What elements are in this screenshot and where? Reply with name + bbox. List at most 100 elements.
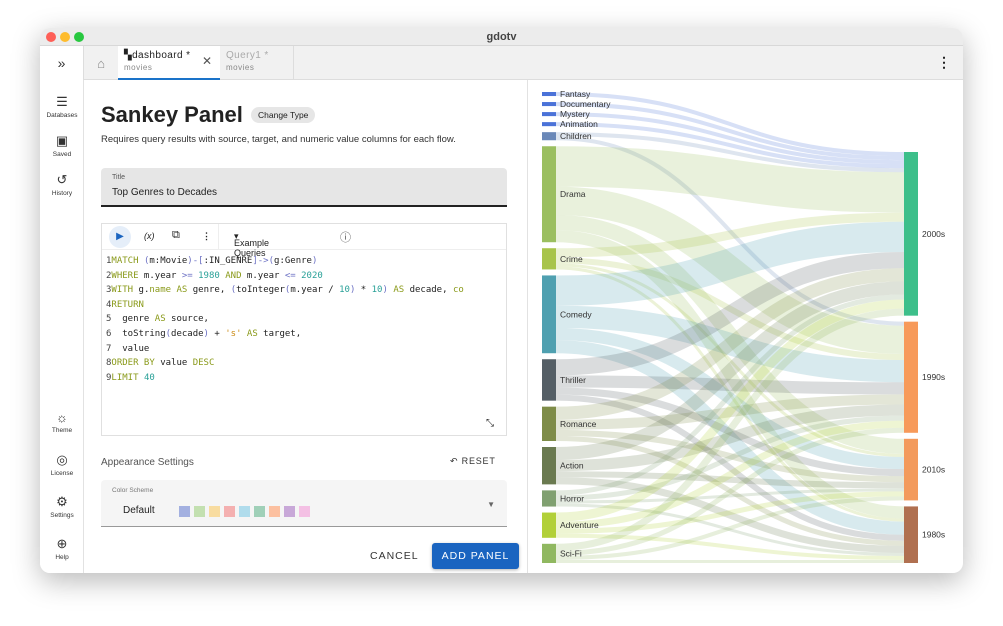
resize-handle-icon[interactable]: ⤡ xyxy=(486,418,494,429)
sankey-target-node[interactable] xyxy=(904,438,918,501)
sankey-link[interactable] xyxy=(555,112,905,165)
cancel-button[interactable]: CANCEL xyxy=(370,550,419,562)
sankey-link[interactable] xyxy=(555,299,905,522)
sankey-link[interactable] xyxy=(555,394,905,541)
sankey-link[interactable] xyxy=(555,488,905,504)
sankey-link[interactable] xyxy=(555,308,905,551)
sankey-link[interactable] xyxy=(555,420,905,529)
sankey-link[interactable] xyxy=(555,327,905,470)
sankey-link[interactable] xyxy=(555,281,905,461)
sankey-source-node[interactable] xyxy=(542,248,556,270)
sankey-source-label: Sci-Fi xyxy=(560,548,582,558)
sankey-link[interactable] xyxy=(555,263,905,457)
home-icon[interactable]: ⌂ xyxy=(97,55,105,71)
tab-dashboard[interactable]: ▚dashboard * movies ✕ xyxy=(118,46,220,80)
sankey-link[interactable] xyxy=(555,230,905,519)
add-panel-button[interactable]: ADD PANEL xyxy=(432,543,519,569)
sankey-target-node[interactable] xyxy=(904,321,918,433)
sankey-link[interactable] xyxy=(555,491,905,534)
sankey-source-node[interactable] xyxy=(542,92,556,97)
sankey-source-node[interactable] xyxy=(542,490,556,507)
title-field-value[interactable]: Top Genres to Decades xyxy=(112,187,218,198)
close-window-button[interactable] xyxy=(46,32,56,42)
sankey-link[interactable] xyxy=(555,122,905,169)
sankey-link[interactable] xyxy=(555,132,905,173)
run-query-button[interactable]: ▶ xyxy=(109,226,131,248)
sankey-link[interactable] xyxy=(555,503,905,556)
sankey-target-node[interactable] xyxy=(904,152,918,316)
sankey-link[interactable] xyxy=(555,268,905,420)
sankey-link[interactable] xyxy=(555,340,905,535)
code-content[interactable]: 1MATCH (m:Movie)-[:IN_GENRE]->(g:Genre) … xyxy=(106,256,464,383)
sankey-link[interactable] xyxy=(555,305,905,383)
open-external-icon[interactable]: ⧉ xyxy=(172,229,180,241)
sankey-link[interactable] xyxy=(555,435,905,546)
sankey-link[interactable] xyxy=(555,214,905,454)
sidebar-item-help[interactable]: ⊕Help xyxy=(40,536,84,561)
sankey-link[interactable] xyxy=(555,92,905,157)
change-type-button[interactable]: Change Type xyxy=(251,107,316,123)
sankey-source-node[interactable] xyxy=(542,543,556,563)
color-scheme-select[interactable]: Color Scheme Default ▼ xyxy=(101,480,507,527)
sankey-link[interactable] xyxy=(555,294,905,496)
sidebar-item-saved[interactable]: ▣Saved xyxy=(40,133,84,158)
sidebar-item-license[interactable]: ◎License xyxy=(40,452,84,477)
save-icon: ▣ xyxy=(55,133,69,148)
sankey-source-node[interactable] xyxy=(542,406,556,442)
sankey-link[interactable] xyxy=(555,471,905,489)
color-swatch xyxy=(269,506,280,517)
more-options-icon[interactable]: ⋮ xyxy=(937,54,951,70)
sankey-link[interactable] xyxy=(555,252,905,376)
sankey-source-node[interactable] xyxy=(542,512,556,538)
expand-sidebar-icon[interactable]: » xyxy=(40,46,84,80)
sankey-source-node[interactable] xyxy=(542,102,556,107)
sankey-source-label: Adventure xyxy=(560,520,599,530)
close-tab-icon[interactable]: ✕ xyxy=(201,54,212,68)
reset-button[interactable]: ↶ RESET xyxy=(450,456,496,467)
sankey-link[interactable] xyxy=(555,404,905,472)
sankey-link[interactable] xyxy=(555,533,905,560)
sankey-source-label: Drama xyxy=(560,189,586,199)
sankey-link[interactable] xyxy=(555,427,905,556)
sankey-link[interactable] xyxy=(555,257,905,361)
sidebar-item-theme[interactable]: ☼Theme xyxy=(40,410,84,434)
parameters-button[interactable]: (x) xyxy=(144,231,155,241)
minimize-window-button[interactable] xyxy=(60,32,70,42)
sankey-link[interactable] xyxy=(555,102,905,161)
sankey-link[interactable] xyxy=(555,186,905,354)
example-queries-dropdown[interactable]: Example Queries ▾ xyxy=(234,231,270,258)
sankey-link[interactable] xyxy=(555,212,905,258)
sankey-link[interactable] xyxy=(555,266,905,522)
undo-icon: ↶ xyxy=(450,456,459,466)
sankey-link[interactable] xyxy=(555,146,905,213)
sankey-target-node[interactable] xyxy=(904,506,918,563)
sankey-source-node[interactable] xyxy=(542,112,556,117)
sankey-link[interactable] xyxy=(555,429,905,483)
title-field[interactable]: Title Top Genres to Decades xyxy=(101,168,507,207)
sankey-link[interactable] xyxy=(555,387,905,477)
sidebar-item-history[interactable]: ↺History xyxy=(40,172,84,197)
sankey-source-node[interactable] xyxy=(542,447,556,485)
sankey-source-node[interactable] xyxy=(542,275,556,354)
query-editor[interactable]: ▶ (x) ⧉ ⋮ Example Queries ▾ ⓘ 1MATCH (m:… xyxy=(101,223,507,436)
sankey-link[interactable] xyxy=(555,415,905,501)
sidebar-item-databases[interactable]: ☰Databases xyxy=(40,94,84,119)
more-icon[interactable]: ⋮ xyxy=(202,231,211,241)
sankey-link[interactable] xyxy=(555,394,905,430)
sankey-link[interactable] xyxy=(555,221,905,306)
tab-query1[interactable]: Query1 * movies xyxy=(220,46,294,80)
sankey-link[interactable] xyxy=(555,375,905,395)
sankey-source-node[interactable] xyxy=(542,132,556,141)
panel-editor: Sankey Panel Change Type Requires query … xyxy=(84,80,527,573)
maximize-window-button[interactable] xyxy=(74,32,84,42)
sankey-source-node[interactable] xyxy=(542,122,556,127)
sankey-source-node[interactable] xyxy=(542,146,556,243)
sankey-link[interactable] xyxy=(555,136,905,326)
sankey-link[interactable] xyxy=(555,477,905,553)
title-bar: gdotv xyxy=(40,28,963,46)
sidebar-item-settings[interactable]: ⚙Settings xyxy=(40,494,84,519)
info-icon[interactable]: ⓘ xyxy=(340,232,351,244)
sankey-source-node[interactable] xyxy=(542,359,556,401)
sidebar-label: Help xyxy=(55,554,69,561)
sankey-link[interactable] xyxy=(555,496,905,560)
